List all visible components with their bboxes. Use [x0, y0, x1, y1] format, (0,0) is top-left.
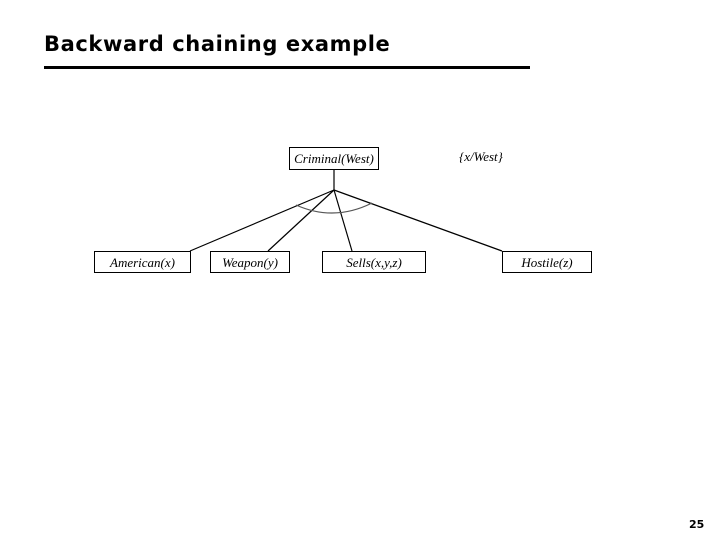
node-criminal-west[interactable]: Criminal(West) [289, 147, 379, 170]
and-connector-arc [295, 202, 373, 214]
substitution-binding-label: {x/West} [459, 149, 503, 164]
title-divider [44, 66, 530, 69]
node-hostile[interactable]: Hostile(z) [502, 251, 592, 273]
node-sells[interactable]: Sells(x,y,z) [322, 251, 426, 273]
page-title: Backward chaining example [44, 32, 391, 56]
edge-to-sells [333, 189, 353, 252]
node-weapon[interactable]: Weapon(y) [210, 251, 290, 273]
slide-number: 25 [689, 518, 705, 531]
edge-to-weapon [267, 189, 335, 252]
edge-to-american [189, 189, 335, 252]
edge-to-hostile [333, 189, 503, 252]
node-american[interactable]: American(x) [94, 251, 191, 273]
